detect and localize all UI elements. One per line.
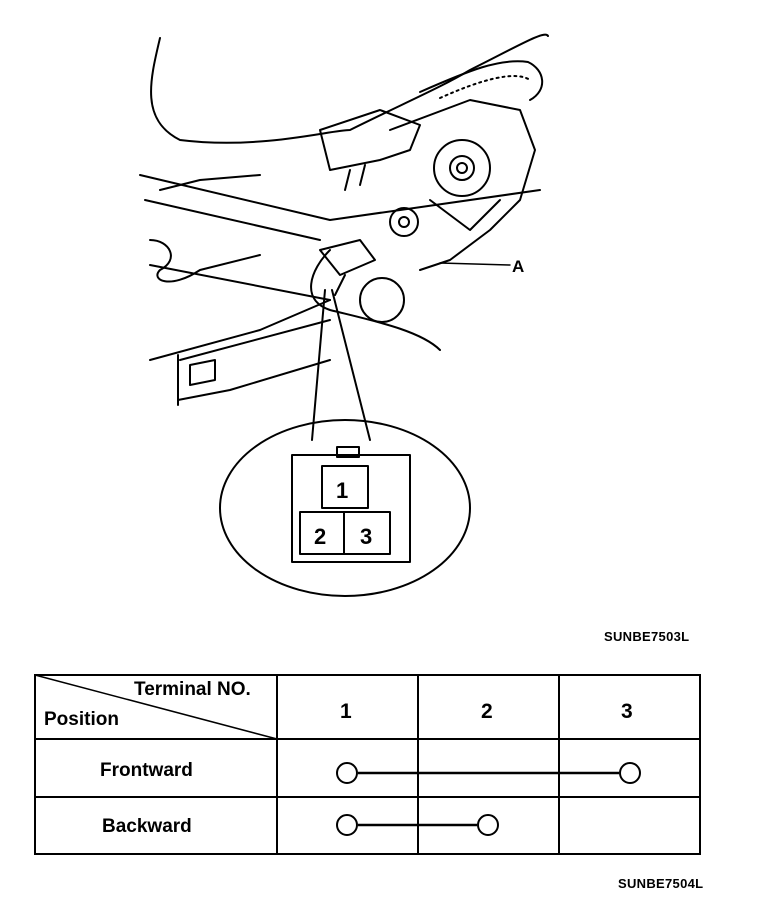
callout-leader [439, 262, 511, 266]
connector-pin-2-label: 2 [314, 524, 327, 549]
header-terminal-no: Terminal NO. [134, 679, 251, 700]
recliner-mechanism [389, 99, 536, 271]
seat-switch-illustration [139, 33, 549, 597]
seat-frame [139, 174, 541, 221]
magnified-view [219, 419, 471, 597]
magnifier-line-left [311, 289, 326, 441]
header-position: Position [44, 709, 119, 730]
connector-pin-1-label: 1 [336, 478, 349, 503]
wiring-harness [149, 174, 261, 283]
terminal-column-3: 3 [621, 700, 633, 723]
terminal-column-2: 2 [481, 700, 493, 723]
row-label-backward: Backward [102, 816, 192, 837]
pin-1-cavity [321, 465, 369, 509]
connector-face [291, 454, 411, 563]
callout-a-label: A [512, 257, 525, 276]
row-label-frontward: Frontward [100, 760, 193, 781]
header-diagonal [34, 674, 278, 740]
seat-cushion [150, 33, 549, 144]
table-border [34, 674, 701, 855]
connector-pin-3-label: 3 [360, 524, 373, 549]
pin-3-cavity [343, 511, 391, 555]
figure-code-bottom: SUNBE7504L [618, 876, 704, 891]
figure-code-top: SUNBE7503L [604, 629, 690, 644]
magnifier-line-right [331, 289, 371, 441]
terminal-column-1: 1 [340, 700, 352, 723]
